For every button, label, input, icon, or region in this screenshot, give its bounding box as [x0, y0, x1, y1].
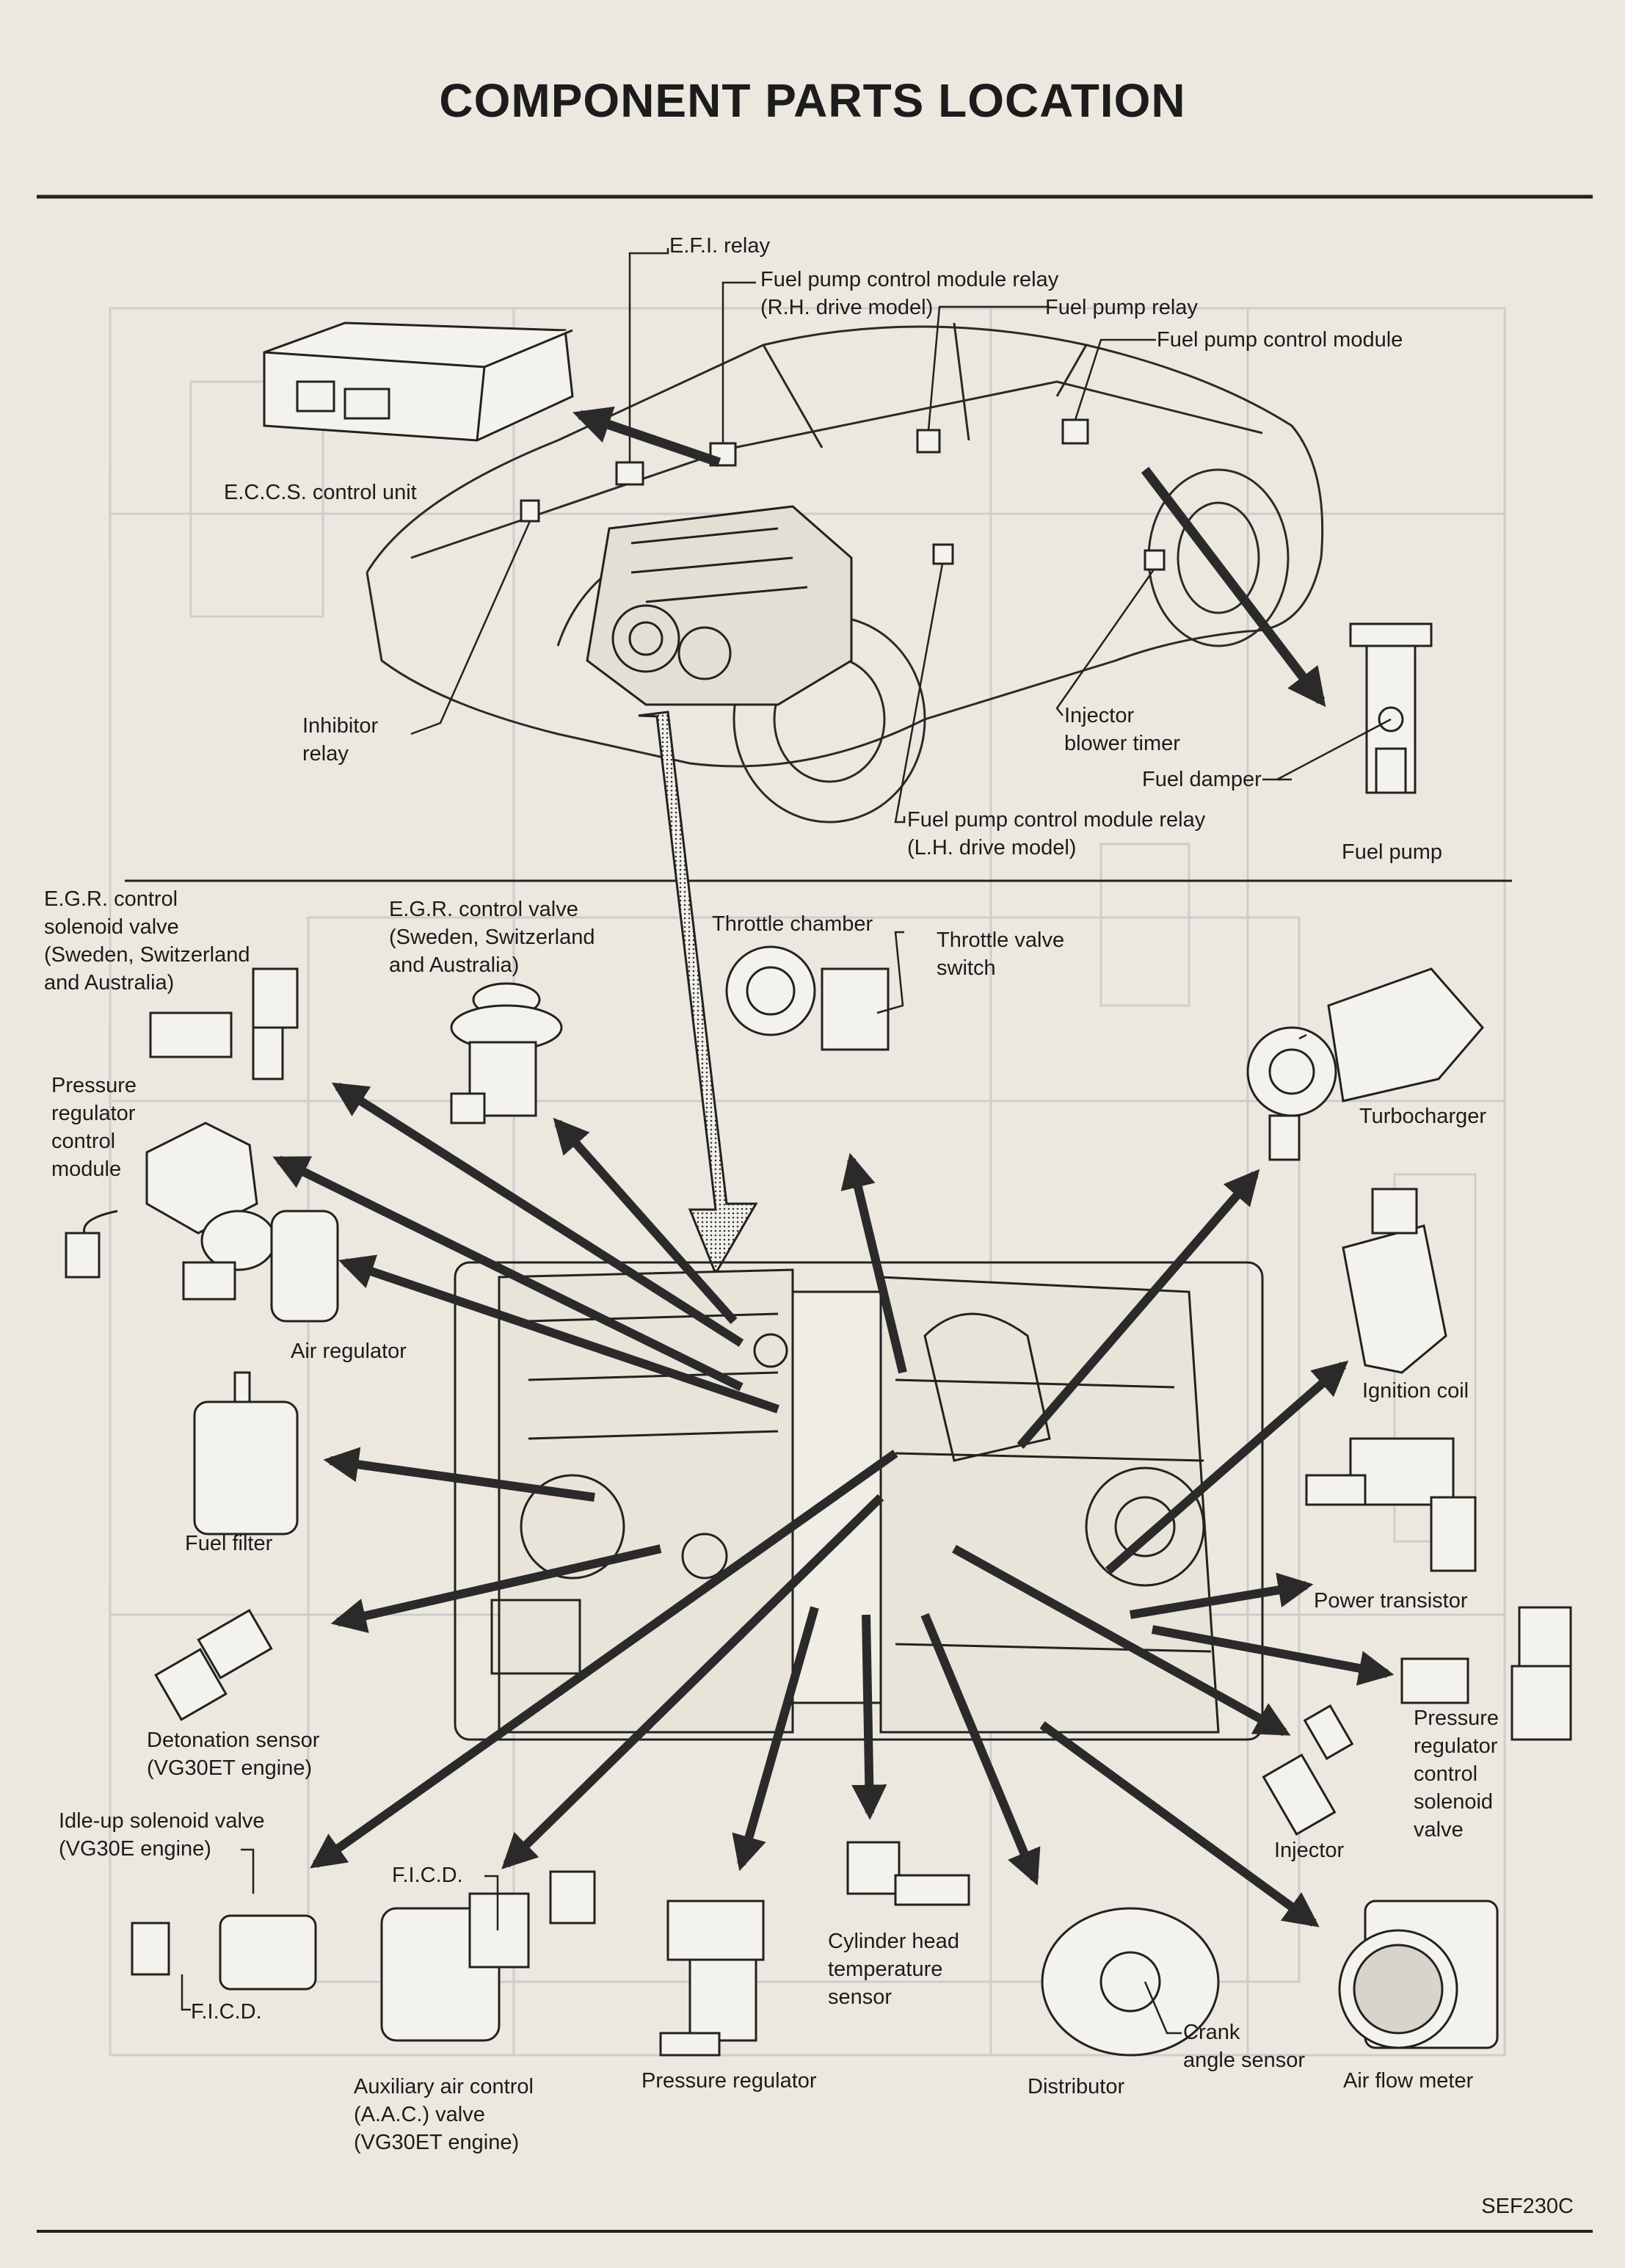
engine-in-car	[586, 505, 853, 706]
label-pressure-regulator-control-module: Pressure regulator control module	[51, 1074, 137, 1181]
relay-boxes	[520, 418, 1166, 571]
leader-lines-upper	[410, 248, 1392, 824]
label-fuel-pump-relay: Fuel pump relay	[1045, 296, 1198, 319]
figure-code: SEF230C	[1481, 2195, 1574, 2218]
label-throttle-valve-switch: Throttle valve switch	[937, 928, 1065, 980]
eccs-control-unit-drawing	[263, 321, 574, 442]
label-air-flow-meter: Air flow meter	[1343, 2069, 1474, 2093]
label-ficd-top: F.I.C.D.	[392, 1864, 463, 1887]
label-eccs-control-unit: E.C.C.S. control unit	[224, 481, 417, 504]
label-power-transistor: Power transistor	[1314, 1589, 1468, 1613]
label-crank-angle-sensor: Crank angle sensor	[1183, 2021, 1306, 2072]
label-air-regulator: Air regulator	[291, 1340, 407, 1363]
label-fuel-pump-control-module: Fuel pump control module	[1157, 328, 1403, 352]
label-injector-blower-timer: Injector blower timer	[1064, 704, 1180, 755]
component-drawings	[65, 945, 1572, 2057]
label-ficd-bottom: F.I.C.D.	[191, 2000, 262, 2024]
label-pressure-regulator: Pressure regulator	[641, 2069, 817, 2093]
label-fuel-pump-control-module-relay-rh: Fuel pump control module relay (R.H. dri…	[760, 268, 1059, 319]
label-auxiliary-air-control-valve: Auxiliary air control (A.A.C.) valve (VG…	[354, 2075, 534, 2154]
label-egr-control-solenoid-valve: E.G.R. control solenoid valve (Sweden, S…	[44, 887, 250, 995]
label-injector: Injector	[1274, 1839, 1345, 1862]
engine-bay-drawing	[454, 1261, 1264, 1741]
label-cylinder-head-temperature-sensor: Cylinder head temperature sensor	[828, 1930, 959, 2009]
page-title: COMPONENT PARTS LOCATION	[439, 74, 1186, 127]
label-fuel-damper: Fuel damper	[1142, 768, 1262, 791]
fuel-pump-drawing	[1349, 622, 1433, 794]
label-pressure-regulator-control-solenoid-valve: Pressure regulator control solenoid valv…	[1414, 1707, 1499, 1842]
label-ignition-coil: Ignition coil	[1362, 1379, 1469, 1403]
label-fuel-pump-control-module-relay-lh: Fuel pump control module relay (L.H. dri…	[907, 808, 1206, 859]
label-egr-control-valve: E.G.R. control valve (Sweden, Switzerlan…	[389, 898, 595, 977]
label-fuel-pump: Fuel pump	[1342, 840, 1443, 864]
label-fuel-filter: Fuel filter	[185, 1532, 273, 1555]
arrows-upper	[572, 406, 1326, 708]
label-efi-relay: E.F.I. relay	[669, 234, 770, 258]
label-turbocharger: Turbocharger	[1359, 1105, 1487, 1128]
label-detonation-sensor: Detonation sensor (VG30ET engine)	[147, 1729, 320, 1780]
label-throttle-chamber: Throttle chamber	[712, 912, 873, 936]
leader-lines-lower	[181, 778, 1307, 2035]
label-inhibitor-relay: Inhibitor relay	[302, 714, 379, 766]
label-distributor: Distributor	[1028, 2075, 1125, 2098]
label-idle-up-solenoid-valve: Idle-up solenoid valve (VG30E engine)	[59, 1809, 265, 1861]
arrows-lower	[272, 1082, 1395, 1927]
